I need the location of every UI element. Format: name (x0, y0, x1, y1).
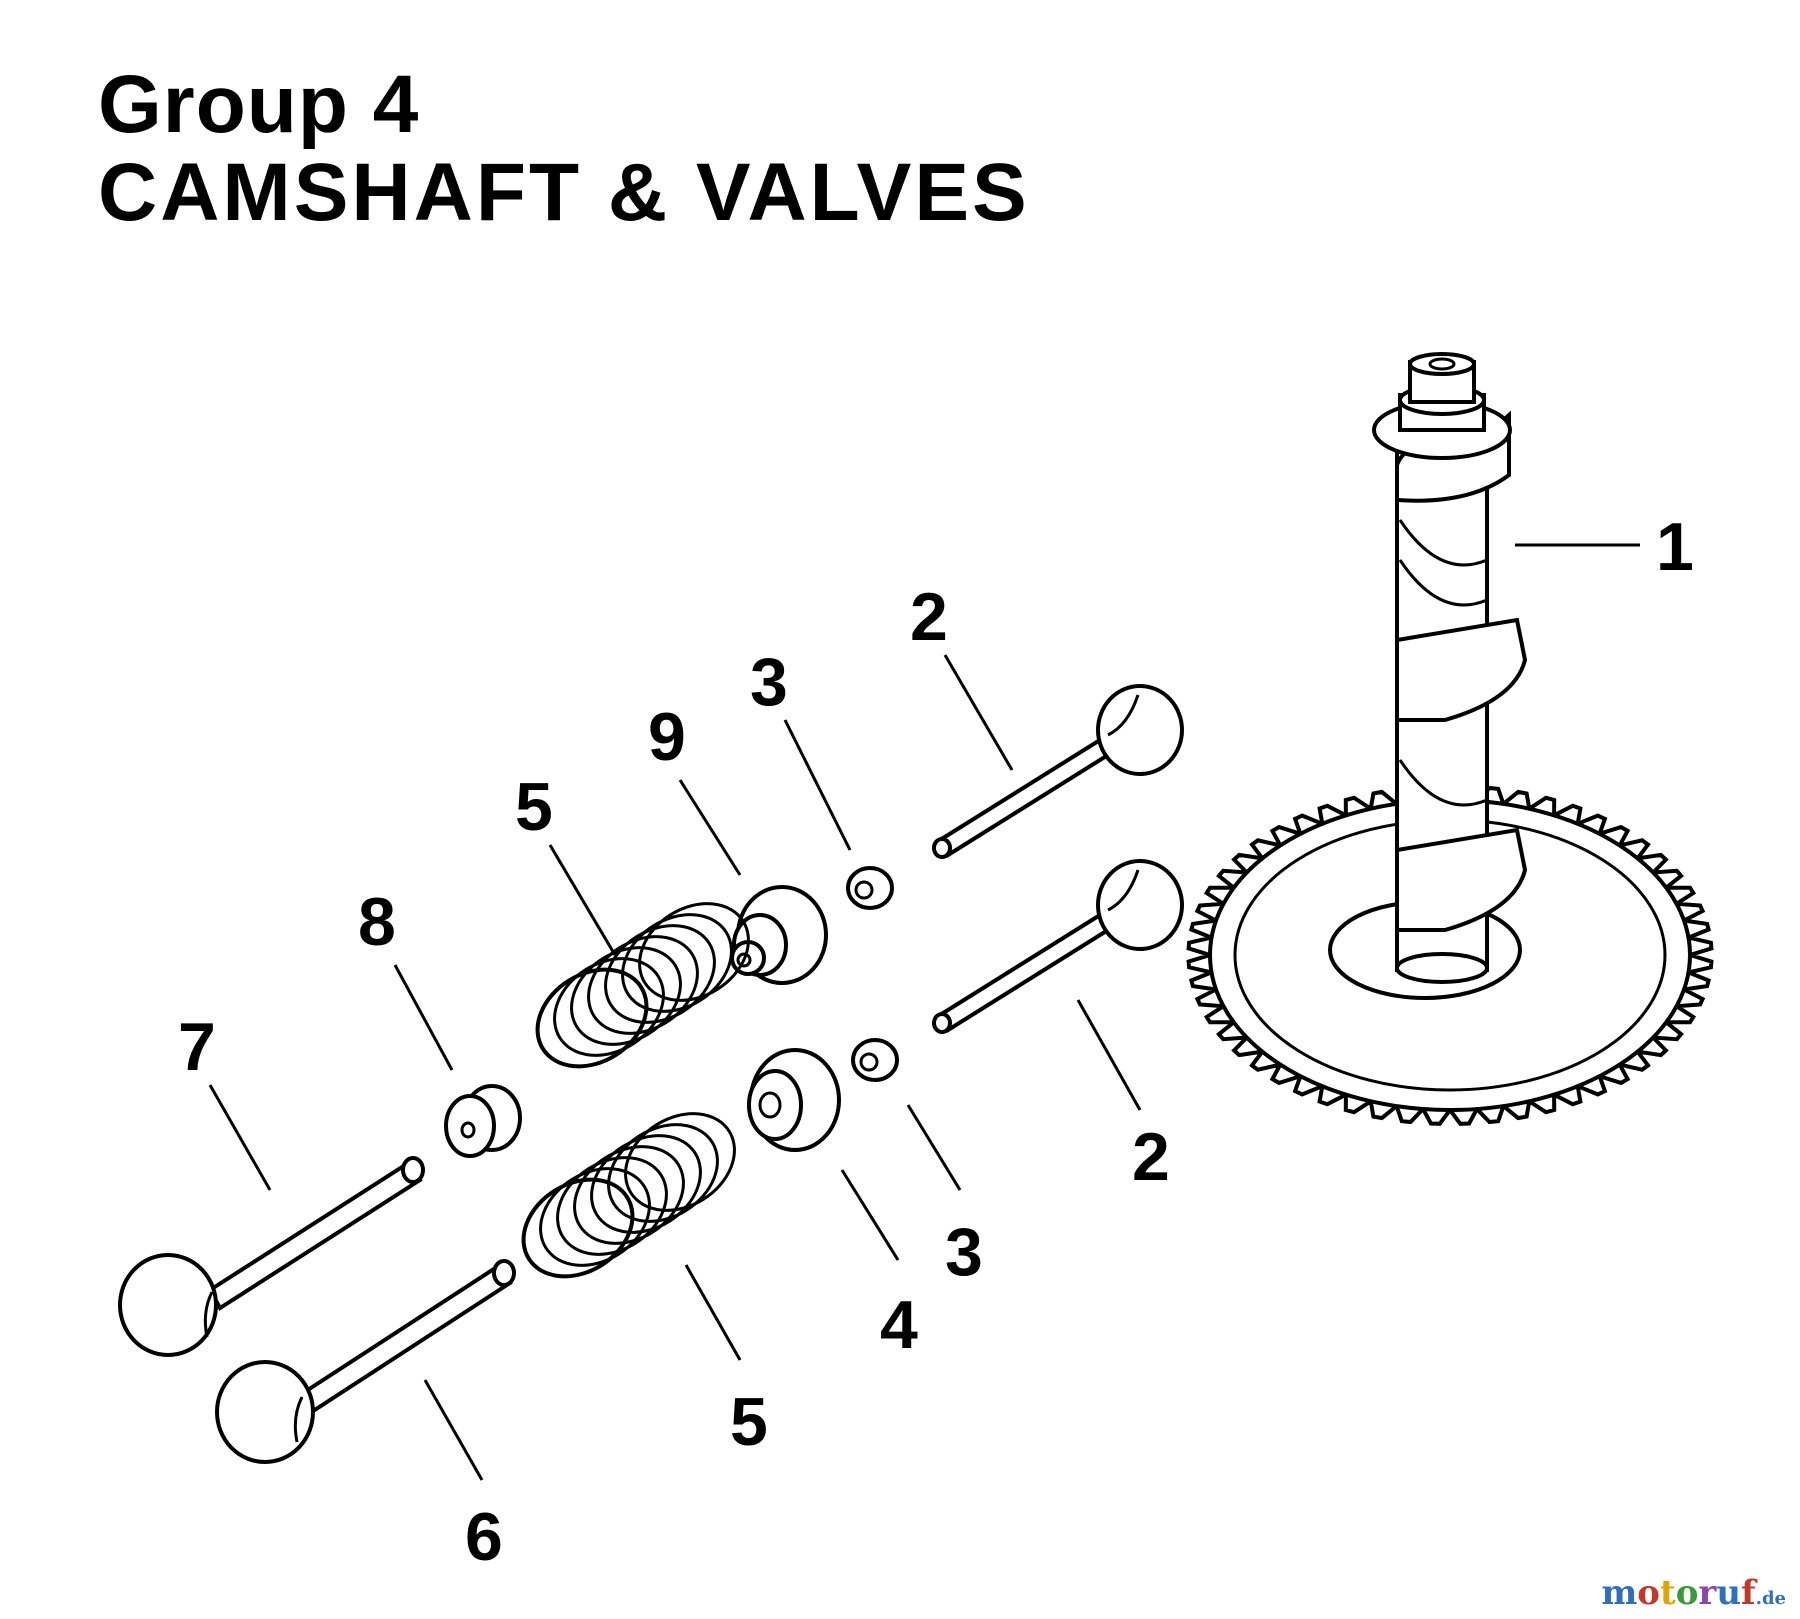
callout-leader-6 (423, 1379, 484, 1481)
valve-key-icon (444, 1084, 522, 1158)
callout-leader-3-top (783, 719, 852, 851)
callout-leader-5-bottom (684, 1264, 742, 1361)
callout-5-top: 5 (515, 769, 553, 845)
valve-key-icon (846, 866, 894, 910)
spring-retainer-icon (747, 1048, 841, 1152)
spring-coil (553, 957, 665, 1057)
callout-1: 1 (1656, 509, 1694, 585)
callout-leader-5-top (548, 844, 617, 956)
valve-icon (932, 859, 1184, 1034)
valve-icon (118, 1156, 425, 1357)
callout-8: 8 (358, 884, 396, 960)
spring-retainer-icon (730, 885, 828, 985)
spring-coil (638, 902, 750, 1002)
callout-leader-9 (678, 779, 742, 876)
spring-coil (624, 1112, 736, 1212)
callout-9: 9 (648, 699, 686, 775)
callout-leader-8 (393, 964, 454, 1071)
valve-spring-icon (521, 1112, 736, 1279)
callout-leader-2-top (943, 654, 1014, 771)
spring-coil (590, 1134, 702, 1234)
callout-leader-3-bottom (906, 1104, 962, 1191)
spring-coil (604, 924, 716, 1024)
valve-spring-icon (535, 902, 750, 1069)
spring-coil (570, 946, 682, 1046)
spring-coil (521, 1177, 635, 1279)
callout-7: 7 (178, 1009, 216, 1085)
callout-leader-2-bottom (1076, 999, 1142, 1111)
spring-coil (556, 1156, 668, 1256)
valve-key-icon (851, 1038, 899, 1082)
callout-3-top: 3 (750, 644, 788, 720)
spring-coil (539, 1167, 651, 1267)
page-title-group: Group 4 (98, 59, 420, 150)
page-title-section: CAMSHAFT & VALVES (98, 147, 1030, 238)
valve-icon (932, 684, 1184, 859)
callout-3-bottom: 3 (945, 1214, 983, 1290)
spring-coil (607, 1123, 719, 1223)
callout-4: 4 (880, 1287, 918, 1363)
callout-leader-4 (840, 1169, 900, 1261)
spring-coil (587, 935, 699, 1035)
callout-5-bottom: 5 (730, 1384, 768, 1460)
watermark-logo: motoruf.de (1601, 1573, 1786, 1613)
callout-2-bottom: 2 (1132, 1119, 1170, 1195)
callout-6: 6 (465, 1499, 503, 1575)
callout-leader-7 (208, 1084, 272, 1191)
valve-icon (215, 1259, 516, 1464)
spring-coil (621, 913, 733, 1013)
camshaft-gear-icon (1186, 352, 1714, 1126)
spring-coil (573, 1145, 685, 1245)
callout-2-top: 2 (910, 579, 948, 655)
spring-coil (535, 967, 649, 1069)
